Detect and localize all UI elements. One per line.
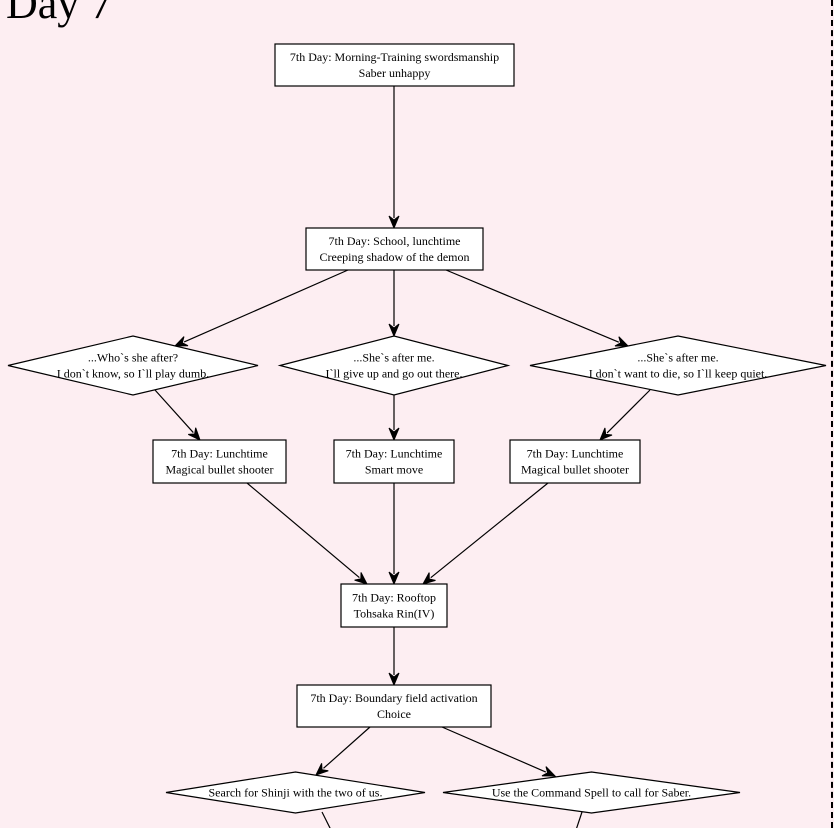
- node-box: [340, 583, 448, 628]
- node-box: [305, 227, 484, 271]
- node-label: ...Who`s she after?: [88, 351, 178, 365]
- edge-line: [445, 269, 620, 343]
- node-label: 7th Day: Lunchtime: [346, 447, 443, 461]
- node-label: 7th Day: Rooftop: [352, 591, 436, 605]
- node-label: ...She`s after me.: [353, 351, 434, 365]
- node-box: [509, 439, 641, 484]
- arrowhead-icon: [354, 572, 368, 585]
- node-choice4[interactable]: Search for Shinji with the two of us.: [165, 771, 426, 814]
- node-label: Creeping shadow of the demon: [320, 250, 470, 264]
- page-boundary-dashed-line: [831, 0, 833, 828]
- node-box: [152, 439, 287, 484]
- arrowhead-icon: [388, 571, 400, 586]
- arrowhead-icon: [388, 215, 400, 230]
- edge-line: [154, 389, 194, 433]
- arrowhead-icon: [188, 427, 201, 441]
- node-label: Smart move: [365, 463, 423, 477]
- edge-line: [430, 482, 549, 579]
- edge-boundary-to-choice4: [315, 726, 371, 776]
- edge-school-to-choice3: [445, 269, 630, 347]
- arrowhead-icon: [614, 336, 630, 347]
- edge-line: [441, 726, 547, 773]
- node-choice3[interactable]: ...She`s after me. I don`t want to die, s…: [529, 335, 827, 396]
- arrowhead-icon: [388, 427, 400, 442]
- node-label: Tohsaka Rin(IV): [354, 607, 435, 621]
- edge-choice4-to-offscreen: [321, 811, 331, 828]
- edge-rooftop-to-boundary: [388, 627, 400, 687]
- edge-boundary-to-choice5: [441, 726, 557, 777]
- arrowhead-icon: [541, 766, 557, 777]
- arrowhead-icon: [315, 763, 329, 776]
- node-morning[interactable]: 7th Day: Morning-Training swordsmanshipS…: [274, 43, 515, 87]
- node-choice2[interactable]: ...She`s after me. I`ll give up and go ou…: [277, 335, 511, 396]
- edge-line: [321, 811, 331, 828]
- edge-choice3-to-lunch3: [599, 389, 651, 441]
- edge-lunch1-to-rooftop: [246, 482, 368, 585]
- node-choice1[interactable]: ...Who`s she after? I don`t know, so I`ll…: [7, 335, 259, 396]
- node-label: Saber unhappy: [359, 66, 431, 80]
- node-box: [333, 439, 455, 484]
- decision-diamond: [442, 771, 741, 814]
- node-label: 7th Day: School, lunchtime: [329, 234, 461, 248]
- edge-line: [323, 726, 371, 769]
- edge-lunch2-to-rooftop: [388, 483, 400, 586]
- node-label: Choice: [377, 707, 411, 721]
- decision-diamond: [529, 335, 827, 396]
- node-choice5[interactable]: Use the Command Spell to call for Saber.: [442, 771, 741, 814]
- edge-choice2-to-lunch2: [388, 395, 400, 442]
- node-label: I don`t want to die, so I`ll keep quiet.: [589, 367, 768, 381]
- node-label: 7th Day: Lunchtime: [527, 447, 624, 461]
- edge-school-to-choice1: [173, 269, 349, 347]
- edge-line: [183, 269, 349, 343]
- arrowhead-icon: [173, 336, 189, 347]
- arrowhead-icon: [388, 323, 400, 338]
- node-box: [274, 43, 515, 87]
- decision-diamond: [277, 335, 511, 396]
- arrowhead-icon: [599, 427, 613, 441]
- node-label: ...She`s after me.: [637, 351, 718, 365]
- node-label: I`ll give up and go out there.: [326, 367, 463, 381]
- node-box: [296, 684, 492, 728]
- node-label: Use the Command Spell to call for Saber.: [492, 786, 691, 800]
- page-title: Day 7: [6, 0, 113, 28]
- node-label: 7th Day: Lunchtime: [171, 447, 268, 461]
- arrowhead-icon: [388, 672, 400, 687]
- node-label: Search for Shinji with the two of us.: [209, 786, 383, 800]
- node-label: 7th Day: Boundary field activation: [310, 691, 477, 705]
- edge-school-to-choice2: [388, 270, 400, 338]
- node-label: I don`t know, so I`ll play dumb.: [57, 367, 210, 381]
- edge-morning-to-school: [388, 86, 400, 230]
- decision-diamond: [165, 771, 426, 814]
- edge-lunch3-to-rooftop: [421, 482, 549, 585]
- edge-line: [606, 389, 651, 434]
- node-label: Magical bullet shooter: [521, 463, 629, 477]
- edge-choice1-to-lunch1: [154, 389, 201, 441]
- node-label: Magical bullet shooter: [166, 463, 274, 477]
- arrowhead-icon: [421, 572, 436, 585]
- edge-line: [246, 482, 360, 579]
- node-label: 7th Day: Morning-Training swordsmanship: [290, 50, 499, 64]
- edge-line: [576, 811, 583, 828]
- edge-choice5-to-offscreen: [576, 811, 583, 828]
- decision-diamond: [7, 335, 259, 396]
